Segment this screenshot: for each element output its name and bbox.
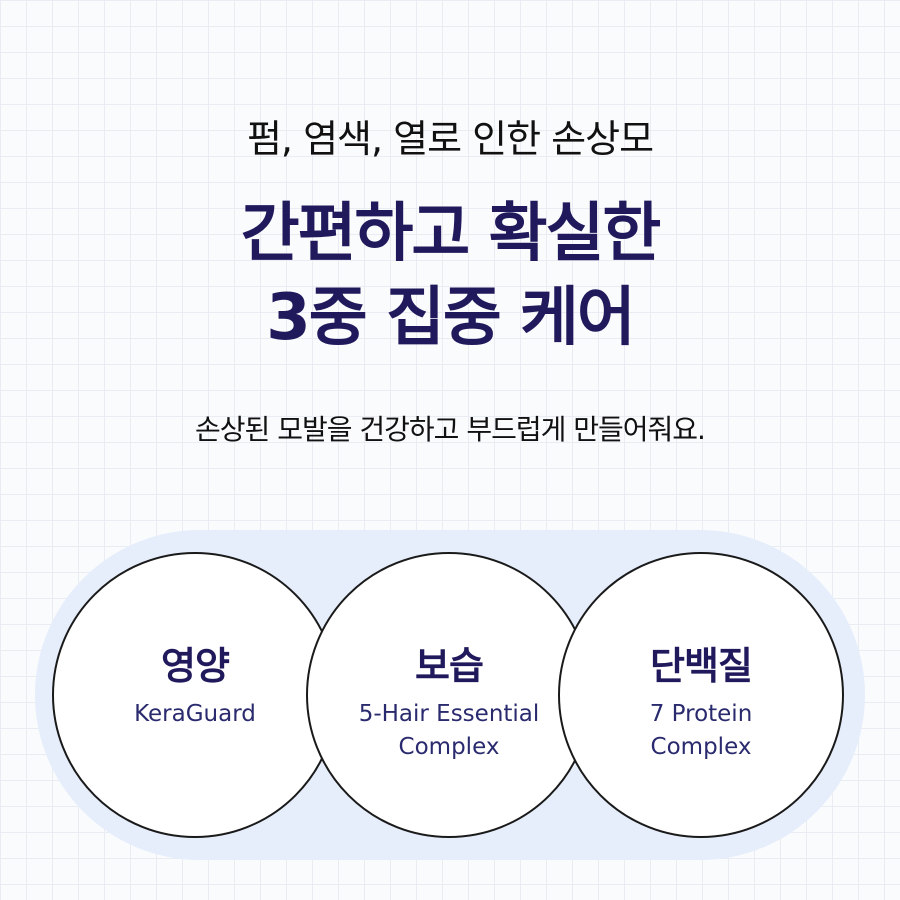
feature-subtitle-line-1: 7 Protein [649, 701, 753, 727]
feature-title: 영양 [161, 644, 230, 688]
feature-subtitle-line-1: KeraGuard [134, 701, 256, 727]
feature-circle-nutrition: 영양 KeraGuard [52, 552, 338, 838]
feature-subtitle-line-2: Complex [398, 734, 500, 760]
feature-circle-protein: 단백질 7 Protein Complex [558, 552, 844, 838]
feature-title: 단백질 [650, 644, 753, 688]
description: 손상된 모발을 건강하고 부드럽게 만들어줘요. [195, 413, 706, 446]
subtitle: 펌, 염색, 열로 인한 손상모 [246, 117, 654, 161]
feature-subtitle-line-1: 5-Hair Essential [358, 701, 540, 727]
feature-title: 보습 [415, 644, 484, 688]
feature-subtitle: KeraGuard [54, 698, 336, 731]
feature-subtitle-line-2: Complex [650, 734, 752, 760]
feature-subtitle: 7 Protein Complex [560, 698, 842, 764]
headline-line-2: 3중 집중 케어 [266, 281, 636, 355]
headline-line-1: 간편하고 확실한 [240, 197, 661, 271]
feature-circle-moisture: 보습 5-Hair Essential Complex [306, 552, 592, 838]
feature-subtitle: 5-Hair Essential Complex [308, 698, 590, 764]
headline: 간편하고 확실한 3중 집중 케어 [0, 192, 900, 360]
